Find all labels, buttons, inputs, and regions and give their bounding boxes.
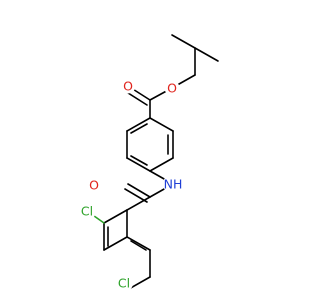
atom-mask [120, 78, 136, 94]
amide-nitrogen-atom: NH [163, 174, 183, 194]
ring1-inner-double-2 [130, 155, 148, 166]
atom-mask [115, 274, 133, 292]
ch-methyl-left-bond [171, 34, 196, 49]
atom-label-layer: O O NH O Cl Cl [78, 78, 183, 292]
ring1-bond-3 [149, 157, 174, 172]
ring2-bond-7 [103, 209, 128, 224]
amide-oxygen-atom: O [86, 177, 102, 193]
amide-c-ring-bond [126, 196, 151, 211]
chlorine-para-label: Cl [118, 276, 130, 291]
ring2-bond-2 [126, 236, 151, 251]
atom-mask [164, 80, 180, 96]
ring2-inner-double-2 [130, 240, 147, 251]
ring1-inner-double-3 [130, 123, 148, 134]
chlorine-ortho-atom: Cl [78, 202, 96, 220]
bond-layer [86, 34, 219, 291]
atom-mask [86, 177, 102, 193]
carbonyl-oxygen-atom: O [120, 78, 136, 94]
ring1-bond-6 [126, 117, 151, 132]
ring2-bond-5 [103, 236, 128, 251]
chlorine-ortho-label: Cl [81, 204, 93, 219]
ring1-bond-1 [149, 117, 174, 132]
chlorine-para-atom: Cl [115, 274, 133, 292]
atom-mask [78, 202, 96, 220]
amide-nitrogen-label: NH [164, 177, 183, 192]
ester-oxygen-atom: O [164, 80, 180, 96]
ester-oxygen-label: O [167, 81, 177, 96]
ring1-bond-4 [126, 157, 151, 172]
amide-double-bond-b [124, 188, 148, 203]
ch-methyl-right-bond [194, 47, 219, 62]
amide-double-bond-a [127, 183, 151, 198]
carbonyl-oxygen-label: O [123, 79, 133, 94]
amide-oxygen-label: O [89, 178, 99, 193]
molecule-structure-diagram: O O NH O Cl Cl [78, 34, 219, 292]
atom-mask [163, 174, 183, 194]
